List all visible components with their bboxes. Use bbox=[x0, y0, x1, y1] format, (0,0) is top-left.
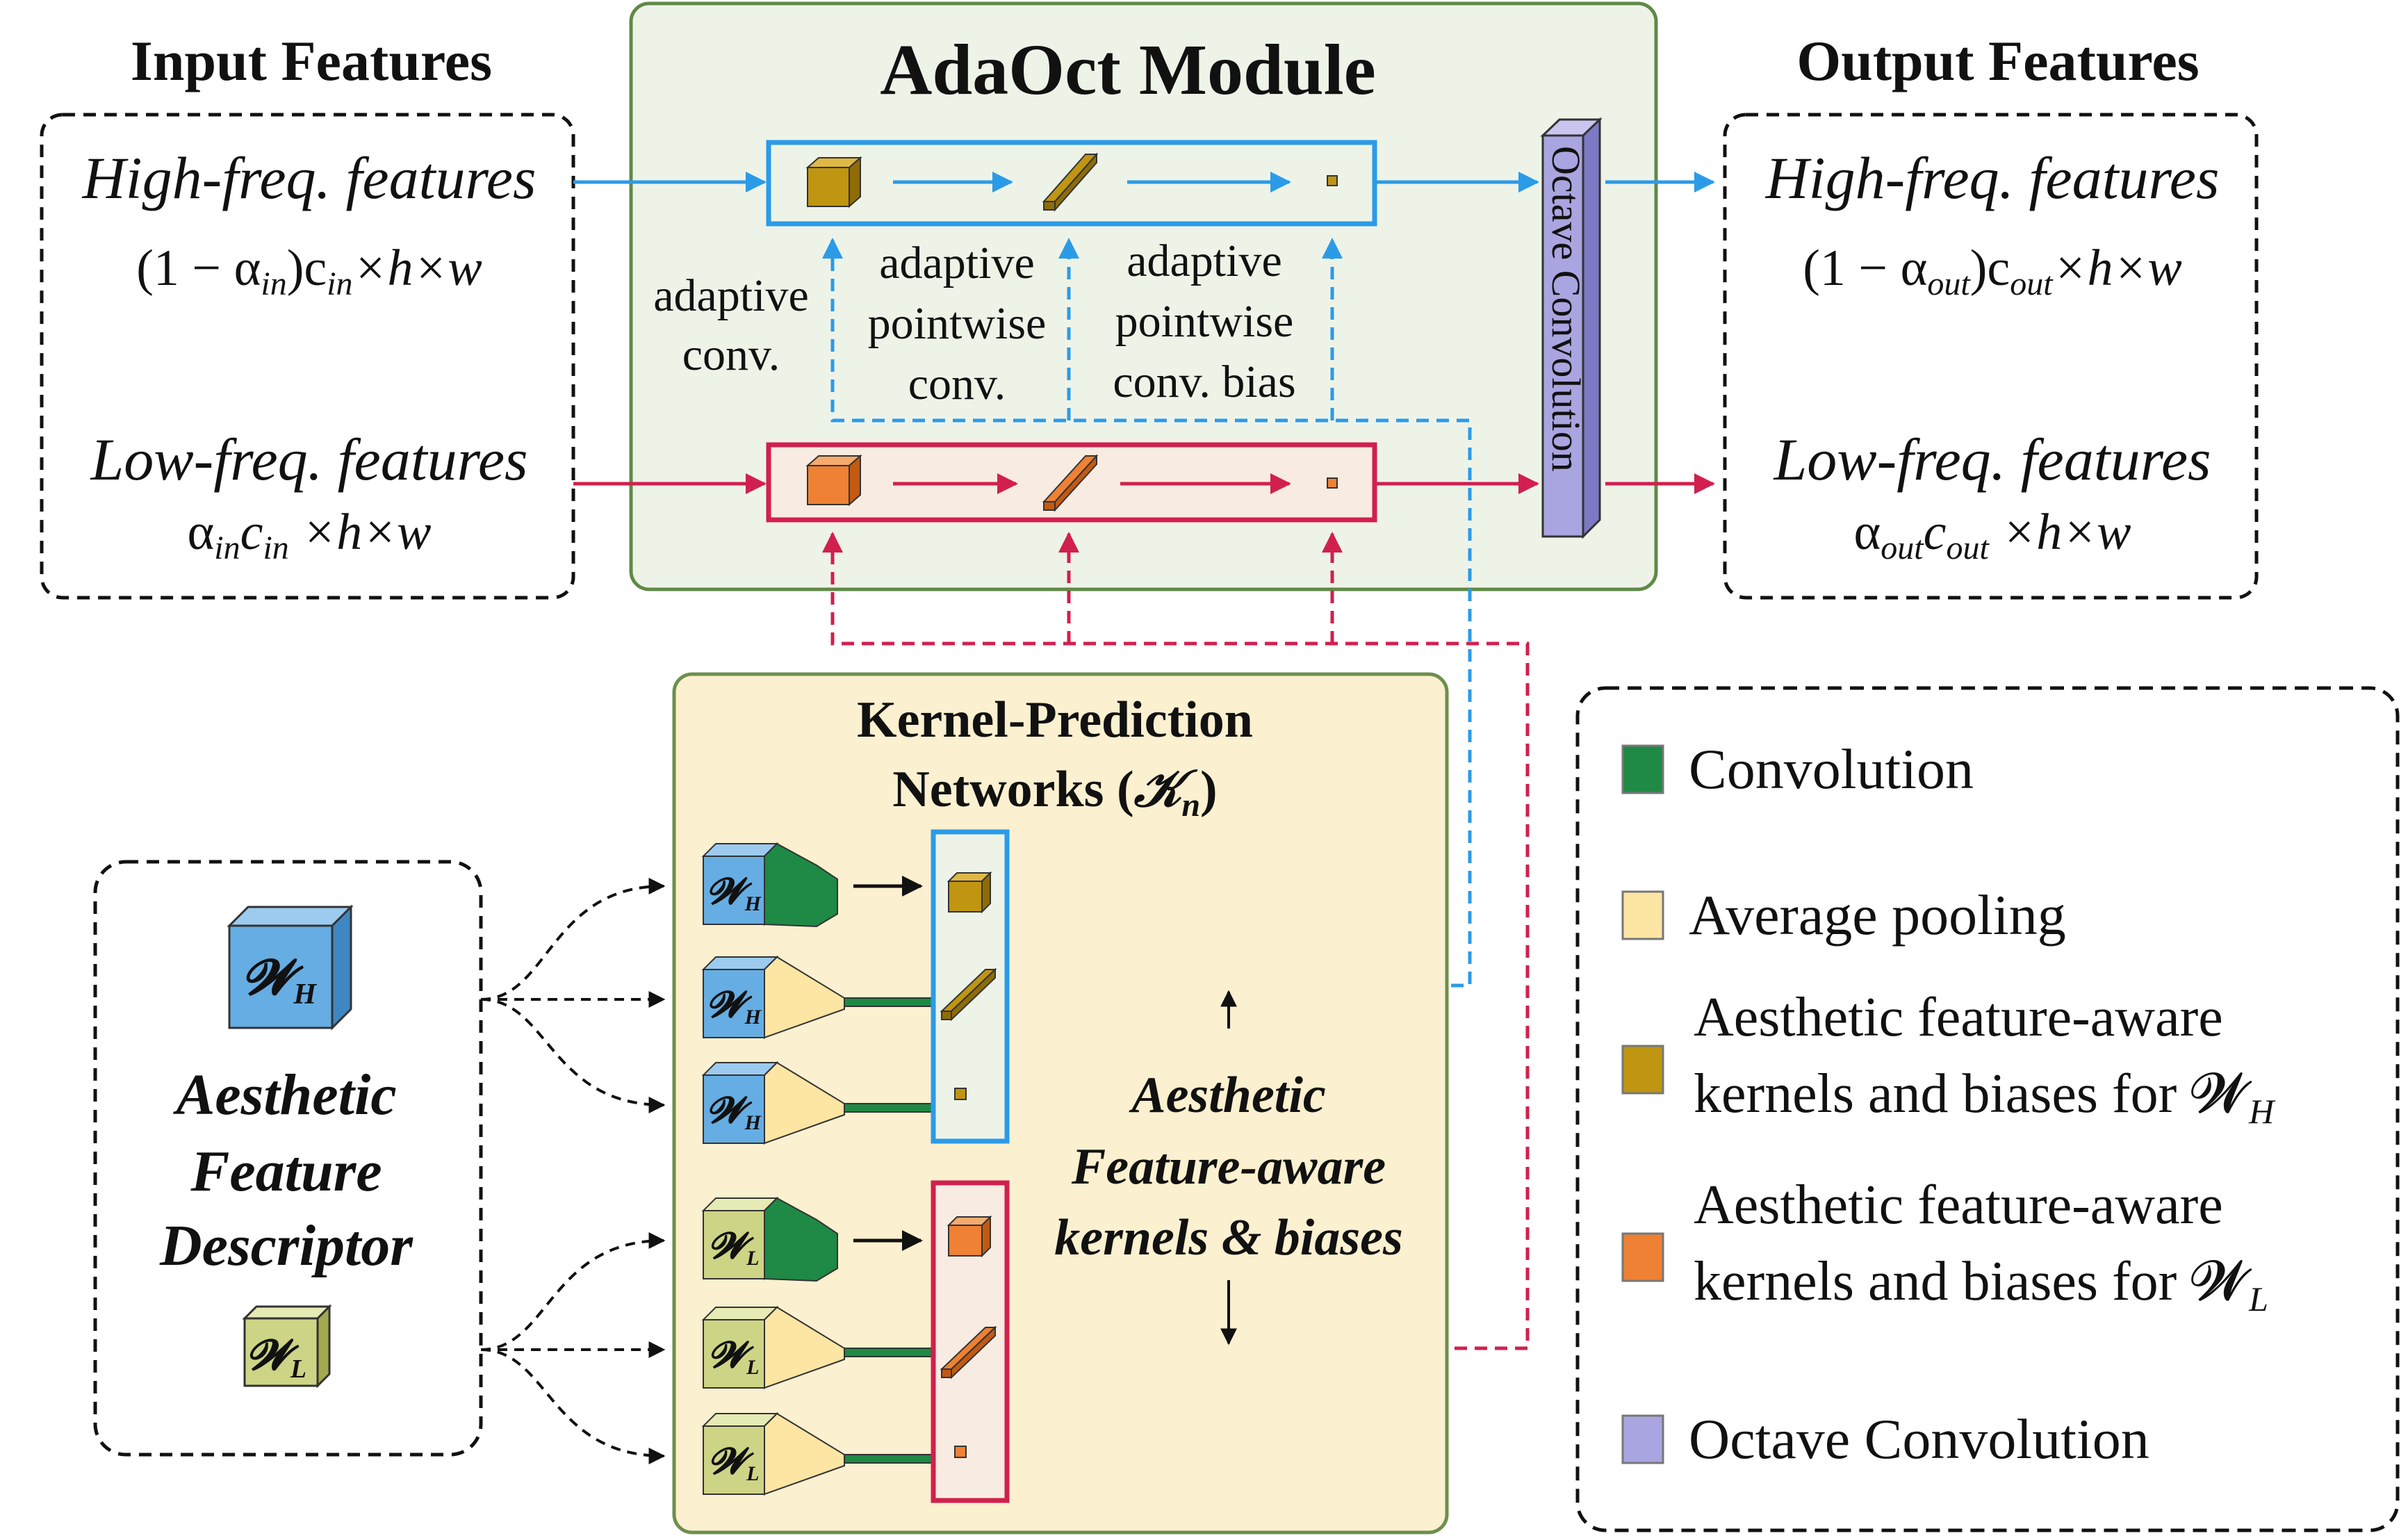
descriptor-wh-cube: 𝓦H bbox=[227, 904, 354, 1031]
label-pointwise-1: adaptive bbox=[879, 238, 1035, 288]
fc-bar bbox=[844, 1454, 934, 1464]
legend-swatch bbox=[1621, 744, 1664, 794]
low-bias-kernel bbox=[1327, 477, 1338, 489]
input-low-freq-dims: αincin ×h×w bbox=[187, 504, 431, 566]
legend-swatch bbox=[1621, 1232, 1664, 1282]
output-high-freq-dims: (1 − αout)cout×h×w bbox=[1803, 240, 2182, 302]
input-features-box bbox=[40, 113, 575, 600]
fc-bar bbox=[844, 997, 934, 1007]
octave-convolution-block: Octave Convolution bbox=[1540, 117, 1603, 539]
legend-swatch bbox=[1621, 1414, 1664, 1464]
legend-box bbox=[1575, 686, 2400, 1532]
convolution-block bbox=[764, 842, 838, 928]
descriptor-label-2: Feature bbox=[190, 1139, 382, 1204]
legend-label-line1: Aesthetic feature-aware bbox=[1694, 1175, 2223, 1236]
descriptor-wl-cube: 𝓦L bbox=[242, 1304, 332, 1389]
label-adaptive-conv-2: conv. bbox=[682, 329, 780, 380]
kpn-title-line1: Kernel-Prediction bbox=[857, 692, 1253, 748]
legend-item-4: Aesthetic feature-aware kernels and biase… bbox=[1621, 1175, 2268, 1318]
label-bias-2: pointwise bbox=[1115, 296, 1294, 347]
legend-item-2: Average pooling bbox=[1621, 883, 2066, 947]
kernels-label-1: Aesthetic bbox=[1129, 1067, 1326, 1124]
high-bias-kernel bbox=[1327, 175, 1338, 186]
legend-swatch bbox=[1621, 1045, 1664, 1095]
convolution-block bbox=[764, 1197, 838, 1282]
legend-item-1: Convolution bbox=[1621, 737, 1974, 801]
legend-item-5: Octave Convolution bbox=[1621, 1407, 2149, 1471]
input-low-freq-label: Low-freq. features bbox=[89, 426, 527, 493]
kernel-prediction-networks: Kernel-Prediction Networks (𝒦n) 𝓦H𝓦H𝓦H𝓦L… bbox=[672, 672, 1449, 1535]
cube-symbol: 𝓦L bbox=[709, 1227, 760, 1270]
wl-input-cube: 𝓦L bbox=[701, 1305, 779, 1390]
wh-input-cube: 𝓦H bbox=[701, 842, 779, 926]
descriptor-fanout-arrows bbox=[480, 878, 666, 1464]
legend-label: Convolution bbox=[1689, 737, 1974, 801]
legend-item-3: Aesthetic feature-aware kernels and biase… bbox=[1621, 987, 2276, 1131]
high-adaptive-conv-kernel bbox=[805, 156, 862, 208]
kpn-high-conv-kernel bbox=[947, 871, 992, 914]
label-pointwise-3: conv. bbox=[908, 359, 1006, 409]
fc-bar bbox=[844, 1103, 934, 1113]
label-adaptive-conv-1: adaptive bbox=[653, 270, 809, 321]
kpn-row-5: 𝓦L bbox=[701, 1305, 934, 1390]
kpn-title-line2: Networks (𝒦n) bbox=[892, 761, 1217, 824]
input-features-panel: Input Features High-freq. features (1 − … bbox=[40, 29, 575, 600]
output-low-freq-dims: αoutcout ×h×w bbox=[1853, 504, 2131, 566]
kpn-row-2: 𝓦H bbox=[701, 955, 934, 1040]
wh-input-cube: 𝓦H bbox=[701, 955, 779, 1040]
legend-label-line2: kernels and biases for 𝓦L bbox=[1694, 1251, 2268, 1318]
legend-label-line1: Aesthetic feature-aware bbox=[1694, 987, 2223, 1048]
kernels-label-3: kernels & biases bbox=[1054, 1209, 1403, 1266]
aesthetic-feature-descriptor: 𝓦H Aesthetic Feature Descriptor 𝓦L bbox=[93, 860, 483, 1457]
kpn-row-6: 𝓦L bbox=[701, 1412, 934, 1496]
kpn-low-conv-kernel bbox=[947, 1215, 992, 1258]
kpn-row-4: 𝓦L bbox=[701, 1196, 923, 1282]
legend-label-line2: kernels and biases for 𝓦H bbox=[1694, 1063, 2276, 1131]
input-high-freq-label: High-freq. features bbox=[82, 145, 537, 211]
kpn-high-bias-kernel bbox=[954, 1088, 967, 1100]
kpn-row-1: 𝓦H bbox=[701, 842, 923, 928]
legend-swatch bbox=[1621, 890, 1664, 940]
output-features-title: Output Features bbox=[1796, 29, 2199, 92]
kpn-box bbox=[672, 672, 1449, 1535]
input-features-title: Input Features bbox=[131, 29, 492, 92]
kpn-high-pointwise-kernel bbox=[940, 967, 997, 1022]
low-pointwise-kernel bbox=[1042, 454, 1099, 512]
kpn-low-pointwise-kernel bbox=[940, 1325, 997, 1380]
low-adaptive-conv-kernel bbox=[805, 454, 862, 507]
output-low-freq-label: Low-freq. features bbox=[1772, 426, 2211, 493]
output-features-box bbox=[1723, 113, 2259, 600]
input-high-freq-dims: (1 − αin)cin×h×w bbox=[136, 240, 482, 302]
legend-label: Average pooling bbox=[1689, 883, 2066, 947]
descriptor-label-1: Aesthetic bbox=[172, 1063, 396, 1127]
octave-convolution-label: Octave Convolution bbox=[1543, 146, 1589, 472]
adaoct-module: AdaOct Module bbox=[629, 1, 1658, 591]
label-pointwise-2: pointwise bbox=[868, 298, 1047, 349]
kpn-low-bias-kernel bbox=[954, 1446, 967, 1458]
kernels-label-2: Feature-aware bbox=[1071, 1138, 1386, 1195]
output-features-panel: Output Features High-freq. features (1 −… bbox=[1723, 29, 2259, 600]
descriptor-box bbox=[93, 860, 483, 1457]
output-high-freq-label: High-freq. features bbox=[1765, 145, 2220, 211]
legend-label: Octave Convolution bbox=[1689, 1407, 2149, 1471]
fc-bar bbox=[844, 1348, 934, 1357]
high-pointwise-kernel bbox=[1042, 152, 1099, 212]
label-bias-3: conv. bias bbox=[1113, 357, 1295, 407]
descriptor-label-3: Descriptor bbox=[159, 1213, 413, 1278]
module-title: AdaOct Module bbox=[880, 30, 1376, 110]
label-bias-1: adaptive bbox=[1127, 236, 1282, 286]
